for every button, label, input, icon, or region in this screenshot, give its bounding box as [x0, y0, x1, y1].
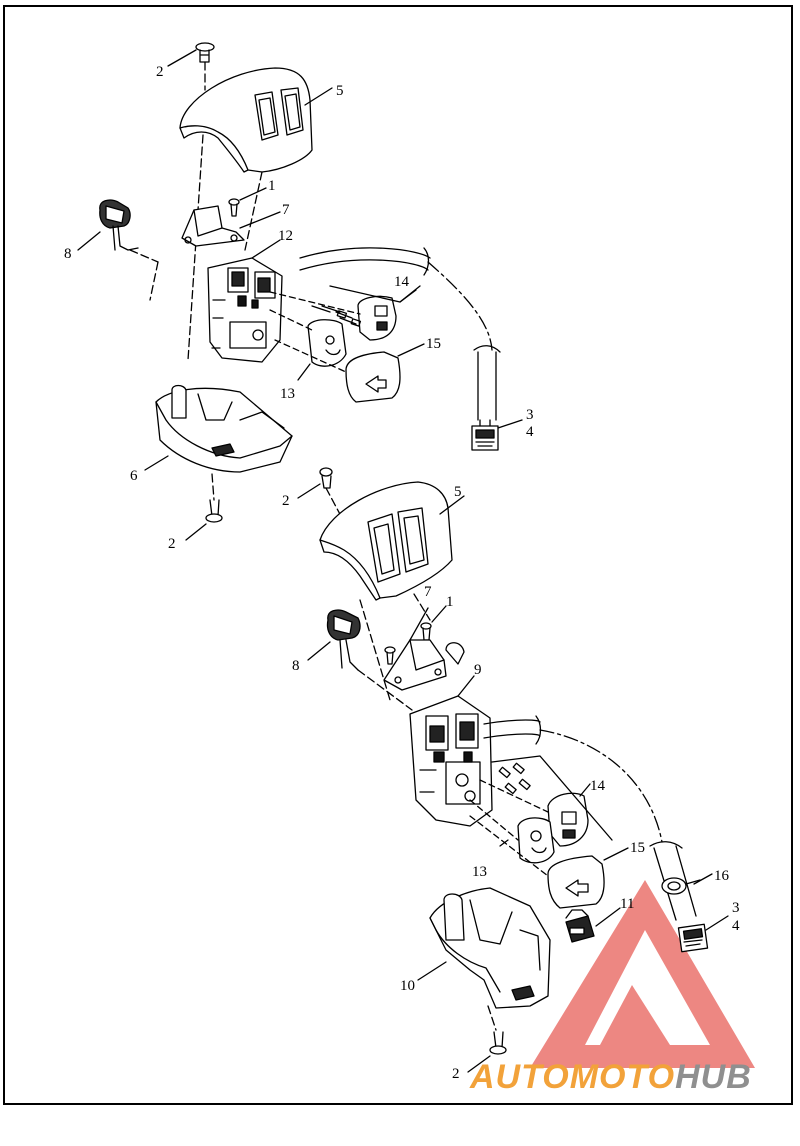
callout-11: 11 [620, 896, 634, 912]
callout-7: 7 [424, 584, 432, 600]
callout-1: 1 [268, 178, 276, 194]
switch-insert [565, 909, 595, 943]
horn-switch-cap-bottom [547, 855, 605, 909]
switch-housing-bottom [409, 695, 493, 827]
leader-line [297, 363, 311, 381]
callout-5: 5 [454, 484, 462, 500]
leader-line [144, 455, 169, 471]
watermark-hub: HUB [675, 1058, 752, 1096]
leader-line [705, 915, 729, 931]
leader-line [167, 49, 197, 67]
leader-line [603, 847, 629, 861]
callout-14: 14 [394, 274, 410, 290]
callout-1: 1 [446, 594, 454, 610]
screw-mid [319, 467, 333, 489]
screw-1-bottom-a [420, 622, 432, 641]
callout-4: 4 [526, 424, 534, 440]
screw-bottom [489, 1031, 507, 1055]
bracket-top [181, 205, 245, 247]
pins-top [311, 305, 362, 327]
screw-1-top [228, 198, 240, 217]
upper-housing-cover-top [179, 67, 313, 173]
watermark-auto: AUTO [470, 1058, 570, 1096]
switch-cap-b-top [307, 319, 347, 367]
lower-housing-top [155, 384, 293, 473]
callout-7: 7 [282, 202, 290, 218]
screw-top [195, 42, 215, 63]
callout-15: 15 [630, 840, 645, 856]
leader-line [399, 289, 417, 303]
leader-line [297, 483, 321, 499]
callout-2: 2 [168, 536, 176, 552]
switch-cap-a-top [357, 295, 397, 341]
callout-10: 10 [400, 978, 415, 994]
callout-13: 13 [472, 864, 487, 880]
connector-plug-bottom [677, 923, 709, 953]
callout-8: 8 [292, 658, 300, 674]
leader-line [595, 907, 621, 927]
diagram-frame [3, 5, 793, 1105]
leader-line [431, 605, 447, 623]
screw-1-bottom-b [384, 646, 396, 665]
callout-13: 13 [280, 386, 295, 402]
callout-16: 16 [714, 868, 730, 884]
callout-3: 3 [526, 407, 534, 423]
pins-bottom [498, 762, 531, 795]
leader-line [467, 1055, 491, 1073]
watermark-moto: MOTO [569, 1058, 676, 1096]
leader-line [499, 839, 509, 847]
leader-line [417, 961, 447, 981]
callout-3: 3 [732, 900, 740, 916]
switch-housing-top [207, 257, 283, 363]
leader-line [457, 675, 475, 697]
switch-connector-top [99, 199, 139, 251]
horn-switch-cap-top [345, 351, 401, 403]
callout-2: 2 [282, 493, 290, 509]
leader-line [397, 343, 425, 357]
callout-labels: 2 5 1 7 8 12 14 15 13 3 4 6 2 2 5 7 1 8 … [64, 64, 740, 1082]
upper-housing-cover-bottom [319, 481, 453, 601]
leader-line [77, 231, 101, 251]
callout-5: 5 [336, 83, 344, 99]
lower-housing-bottom [429, 887, 551, 1009]
leader-line [693, 873, 713, 885]
callout-2: 2 [156, 64, 164, 80]
cable-strap [661, 877, 701, 895]
callout-2: 2 [452, 1066, 460, 1082]
callout-9: 9 [474, 662, 482, 678]
leader-line [185, 523, 207, 541]
callout-15: 15 [426, 336, 441, 352]
leader-line [304, 87, 333, 106]
leader-line [251, 239, 281, 259]
callout-8: 8 [64, 246, 72, 262]
leader-line [579, 783, 591, 797]
leader-line [239, 211, 281, 229]
leader-line [409, 607, 429, 641]
callout-14: 14 [590, 778, 606, 794]
connector-plug-top [471, 419, 499, 451]
leader-line [239, 187, 267, 201]
callout-12: 12 [278, 228, 293, 244]
screw-under-top [205, 499, 223, 523]
callout-4: 4 [732, 918, 740, 934]
leader-line [307, 641, 331, 661]
switch-cap-b-bottom [517, 817, 555, 864]
switch-cap-a-bottom [547, 792, 589, 847]
watermark-text: AUTOMOTOHUB [470, 1058, 795, 1103]
callout-6: 6 [130, 468, 138, 484]
leader-line [439, 495, 465, 515]
watermark-triangle [530, 880, 755, 1068]
switch-connector-bottom [326, 609, 361, 671]
bracket-bottom [383, 639, 465, 691]
leader-line [497, 419, 523, 429]
